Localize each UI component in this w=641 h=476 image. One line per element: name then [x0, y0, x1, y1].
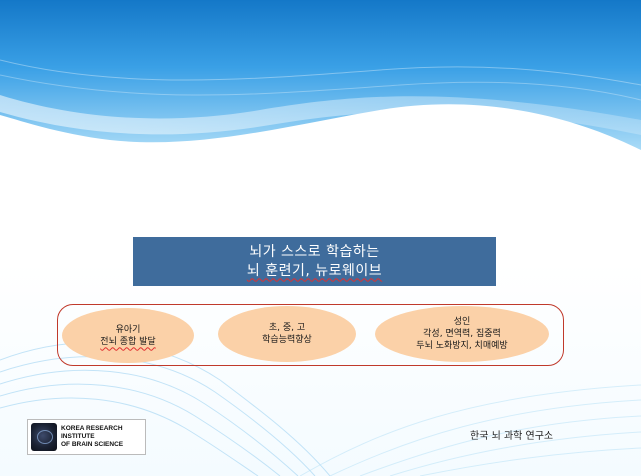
group-infant-desc: 전뇌 종합 발달 — [100, 336, 156, 347]
group-student-title: 초, 중, 고 — [268, 323, 306, 333]
group-adult-desc-1: 각성, 면역력, 집중력 — [423, 329, 501, 339]
title-line-2: 뇌 훈련기, 뉴로웨이브 — [246, 262, 383, 279]
age-groups-frame — [57, 304, 564, 366]
group-adult-desc-2: 두뇌 노화방지, 치매예방 — [416, 341, 508, 351]
group-infant-title: 유아기 — [115, 324, 141, 335]
group-student: 초, 중, 고 학습능력향상 — [218, 306, 356, 362]
title-line-1: 뇌가 스스로 학습하는 — [249, 243, 380, 260]
group-infant: 유아기 전뇌 종합 발달 — [62, 308, 194, 363]
group-adult-title: 성인 — [453, 317, 471, 327]
group-adult: 성인 각성, 면역력, 집중력 두뇌 노화방지, 치매예방 — [375, 306, 549, 362]
group-student-desc: 학습능력향상 — [262, 335, 312, 345]
brain-icon — [31, 423, 57, 451]
logo-line-2: INSTITUTE — [61, 433, 95, 440]
logo-line-3: OF BRAIN SCIENCE — [61, 441, 124, 448]
institute-logo: KOREA RESEARCH INSTITUTE OF BRAIN SCIENC… — [27, 419, 146, 455]
logo-line-1: KOREA RESEARCH — [61, 425, 123, 432]
organization-name: 한국 뇌 과학 연구소 — [470, 431, 554, 442]
logo-text: KOREA RESEARCH INSTITUTE OF BRAIN SCIENC… — [61, 425, 123, 449]
title-banner: 뇌가 스스로 학습하는 뇌 훈련기, 뉴로웨이브 — [133, 237, 496, 286]
